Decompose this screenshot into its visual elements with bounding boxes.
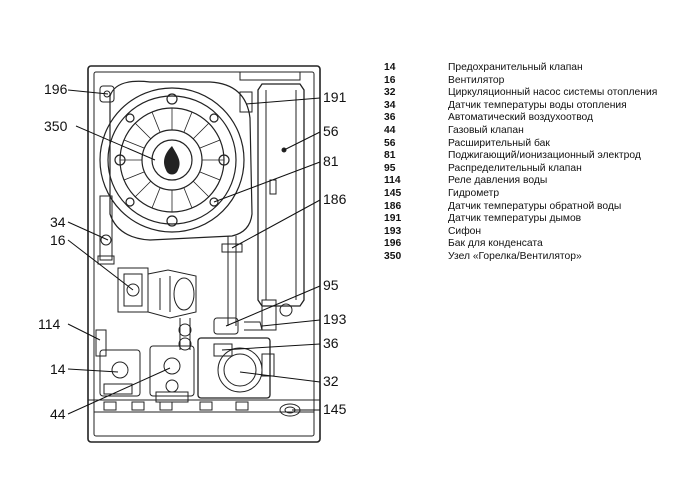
legend-text: Датчик температуры воды отопления [448, 99, 627, 111]
legend-text: Узел «Горелка/Вентилятор» [448, 250, 582, 262]
legend-text: Датчик температуры дымов [448, 213, 582, 225]
legend-number: 16 [384, 74, 396, 86]
legend-number: 14 [384, 62, 396, 73]
safety-valve [95, 329, 141, 397]
legend-text: Предохранительный клапан [448, 62, 583, 73]
legend-number: 34 [384, 99, 396, 111]
legend-text: Датчик температуры обратной воды [448, 200, 622, 212]
legend-row: 186 Датчик температуры обратной воды [384, 201, 674, 214]
legend-text: Поджигающий/ионизационный электрод [448, 150, 641, 162]
legend-row: 32 Циркуляционный насос системы отопления [384, 87, 674, 100]
callout-36: 36 [323, 335, 339, 351]
circulation-pump [197, 337, 275, 399]
fan-unit [117, 267, 197, 319]
legend-row: 350 Узел «Горелка/Вентилятор» [384, 251, 674, 264]
legend-row: 56 Расширительный бак [384, 138, 674, 151]
legend-number: 196 [384, 238, 402, 250]
expansion-tank [257, 83, 305, 307]
legend-text: Гидрометр [448, 187, 500, 199]
legend-row: 36 Автоматический воздухоотвод [384, 112, 674, 125]
callout-114: 114 [38, 316, 61, 332]
legend-text: Сифон [448, 225, 482, 237]
bottom-connections [103, 401, 301, 417]
legend-row: 44 Газовый клапан [384, 125, 674, 138]
legend-text: Газовый клапан [448, 124, 524, 136]
callout-16: 16 [50, 232, 66, 248]
legend-number: 191 [384, 213, 402, 225]
callout-95: 95 [323, 277, 339, 293]
leader-lines [67, 89, 321, 415]
legend-number: 81 [384, 150, 396, 162]
legend-row: 16 Вентилятор [384, 75, 674, 88]
legend-text: Вентилятор [448, 74, 505, 86]
legend-number: 44 [384, 124, 396, 136]
callout-34: 34 [50, 214, 66, 230]
legend-row: 114 Реле давления воды [384, 175, 674, 188]
callout-193: 193 [323, 311, 347, 327]
callout-32: 32 [323, 373, 339, 389]
legend-number: 186 [384, 200, 402, 212]
legend-row: 34 Датчик температуры воды отопления [384, 100, 674, 113]
callout-350: 350 [44, 118, 68, 134]
callout-196: 196 [44, 81, 68, 97]
legend-number: 193 [384, 225, 402, 237]
legend-number: 145 [384, 187, 402, 199]
callout-145: 145 [323, 401, 347, 417]
legend-number: 56 [384, 137, 396, 149]
legend-text: Расширительный бак [448, 137, 550, 149]
boiler-casing [87, 65, 321, 443]
legend-number: 350 [384, 250, 402, 262]
legend-row: 193 Сифон [384, 226, 674, 239]
siphon [213, 299, 293, 335]
callout-14: 14 [50, 361, 66, 377]
legend-number: 32 [384, 87, 396, 99]
legend-text: Реле давления воды [448, 175, 548, 187]
legend-row: 81 Поджигающий/ионизационный электрод [384, 150, 674, 163]
callout-44: 44 [50, 406, 66, 422]
legend-row: 95 Распределительный клапан [384, 163, 674, 176]
legend-text: Автоматический воздухоотвод [448, 112, 594, 124]
legend-number: 95 [384, 162, 396, 174]
callout-81: 81 [323, 153, 339, 169]
legend-number: 114 [384, 175, 401, 187]
flame-icon [164, 146, 180, 175]
legend-row: 14 Предохранительный клапан [384, 62, 674, 75]
heat-exchanger-ribs [120, 108, 224, 212]
legend-text: Циркуляционный насос системы отопления [448, 87, 658, 99]
legend-text: Бак для конденсата [448, 238, 543, 250]
callout-186: 186 [323, 191, 347, 207]
legend-row: 196 Бак для конденсата [384, 238, 674, 251]
callout-191: 191 [323, 89, 347, 105]
center-pipes [178, 236, 243, 351]
heating-sensor-pipe [97, 195, 115, 265]
legend-text: Распределительный клапан [448, 162, 582, 174]
legend-row: 191 Датчик температуры дымов [384, 213, 674, 226]
callout-56: 56 [323, 123, 339, 139]
legend-row: 145 Гидрометр [384, 188, 674, 201]
legend-number: 36 [384, 112, 396, 124]
